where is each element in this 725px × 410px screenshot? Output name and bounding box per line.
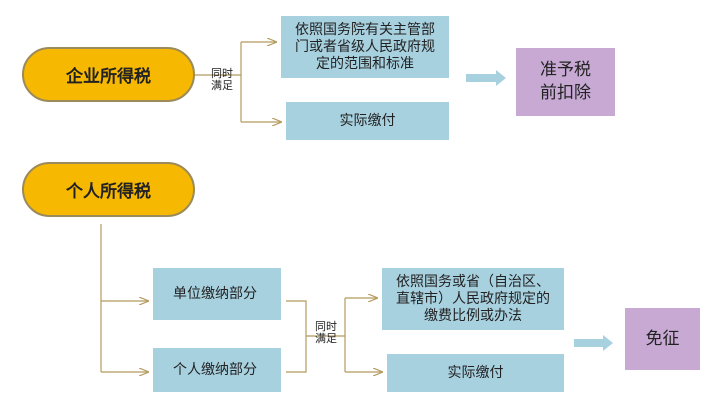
individual-income-tax-node: 个人所得税 — [22, 162, 195, 217]
personal-contribution-box: 个人缴纳部分 — [153, 348, 281, 392]
unit-contribution-box: 单位缴纳部分 — [153, 268, 281, 320]
individual-joint-condition-label: 同时 满足 — [315, 320, 337, 345]
enterprise-result-arrow — [466, 70, 506, 86]
enterprise-income-tax-node: 企业所得税 — [22, 47, 195, 102]
individual-result-arrow — [574, 335, 613, 351]
individual-ratio-condition-box: 依照国务或省（自治区、直辖市）人民政府规定的缴费比例或办法 — [382, 268, 564, 330]
individual-actual-payment-box: 实际缴付 — [387, 354, 564, 392]
enterprise-bracket-line — [195, 42, 242, 122]
enterprise-actual-payment-box: 实际缴付 — [286, 102, 449, 140]
enterprise-deductible-result-box: 准予税 前扣除 — [516, 48, 615, 116]
individual-exempt-result-box: 免征 — [625, 308, 700, 370]
enterprise-scope-condition-box: 依照国务院有关主管部门或者省级人民政府规定的范围和标准 — [281, 16, 449, 78]
enterprise-joint-condition-label: 同时 满足 — [211, 67, 233, 92]
parts-bracket-line — [286, 298, 346, 373]
